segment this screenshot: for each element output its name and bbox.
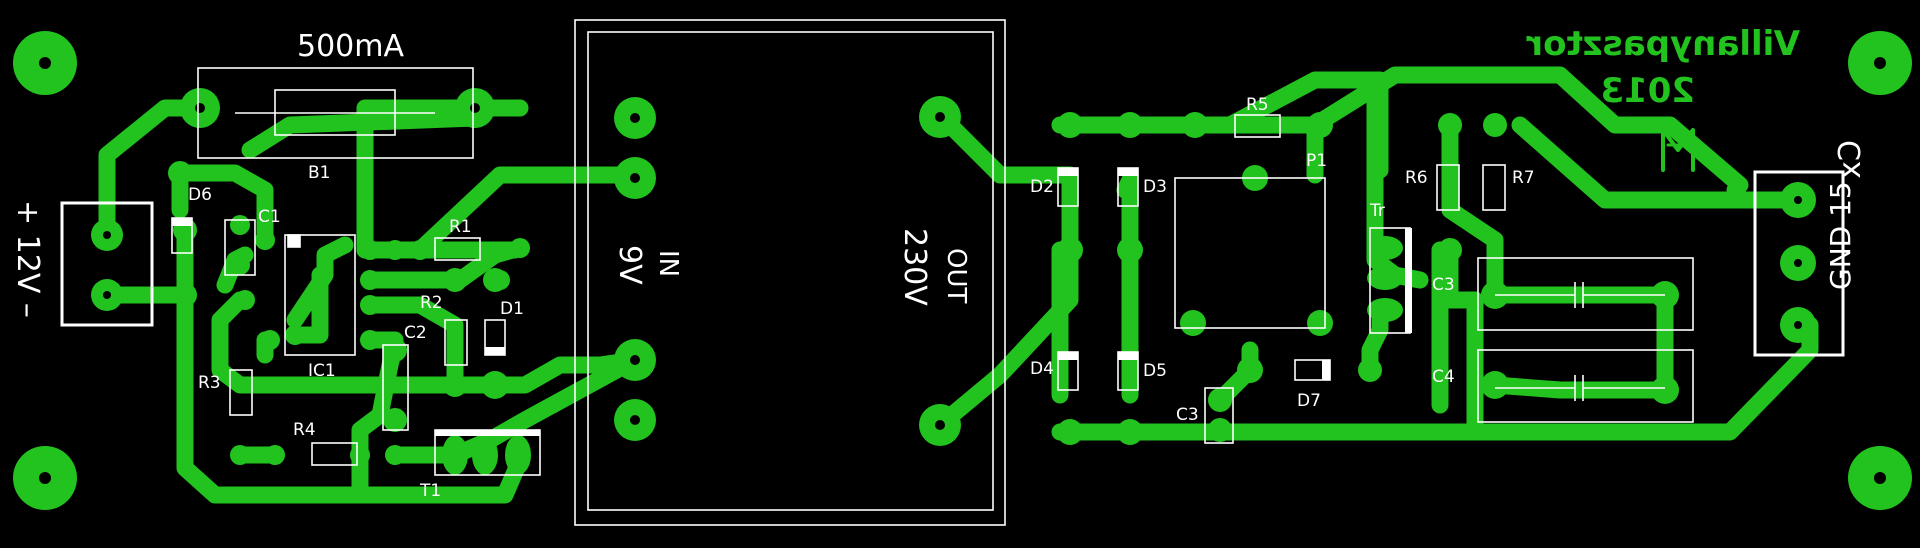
ref-B1: B1 (308, 163, 330, 183)
transformer-out-voltage: 230V (897, 228, 932, 306)
ref-R6: R6 (1405, 168, 1428, 188)
ref-C4: C4 (1432, 367, 1455, 387)
mounting-holes (13, 31, 1912, 510)
ref-D7: D7 (1297, 391, 1321, 411)
power-connector-label: + 12V – (10, 200, 45, 318)
output-gnd-label: GND 15 (1824, 181, 1857, 290)
transformer-out-label: OUT (941, 248, 971, 303)
ref-C3-right: C3 (1432, 275, 1455, 295)
ref-R2: R2 (420, 293, 443, 313)
copper-pads (91, 88, 1816, 475)
ref-D3: D3 (1143, 177, 1167, 197)
copper-traces (98, 66, 1819, 504)
ref-R4: R4 (293, 420, 316, 440)
author-text: Villanypasztor (1526, 24, 1800, 64)
ref-R7: R7 (1512, 168, 1535, 188)
ref-T1: T1 (419, 481, 441, 501)
ref-D5: D5 (1143, 361, 1167, 381)
ref-C1: C1 (258, 207, 281, 227)
ref-C2: C2 (404, 323, 427, 343)
ref-Tr: Tr (1369, 201, 1385, 221)
output-cx-label: Cx (1833, 140, 1868, 179)
ref-C3-left: C3 (1176, 405, 1199, 425)
ref-P1: P1 (1306, 151, 1327, 171)
transformer-in-voltage: 9V (612, 245, 647, 285)
ref-R3: R3 (198, 373, 221, 393)
ref-D2: D2 (1030, 177, 1054, 197)
ref-IC1: IC1 (308, 361, 336, 381)
ref-R1: R1 (449, 217, 472, 237)
logo-mark (1661, 128, 1695, 172)
year-text: 2013 (1600, 71, 1695, 111)
ref-D6: D6 (188, 185, 212, 205)
fuse-rating-label: 500mA (297, 29, 404, 64)
silkscreen-outlines (60, 19, 1845, 526)
board-labels: 500mA B1 D6 C1 IC1 R1 R2 D1 C2 R3 R4 T1 … (10, 24, 1868, 501)
ref-D1: D1 (500, 299, 524, 319)
ref-R5: R5 (1246, 95, 1269, 115)
transformer-in-label: IN (653, 250, 683, 277)
ref-D4: D4 (1030, 359, 1054, 379)
